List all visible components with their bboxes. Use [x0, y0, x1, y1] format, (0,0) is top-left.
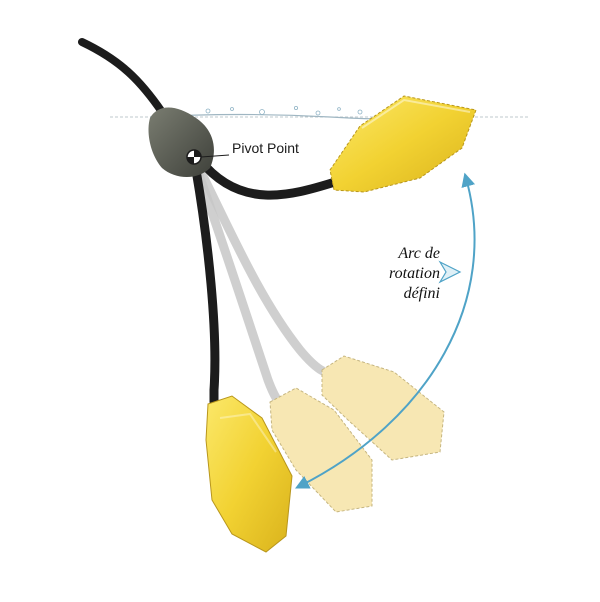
arc-label-line-3: défini	[403, 285, 440, 302]
hanging-float	[191, 165, 293, 553]
cable-weight	[148, 107, 214, 177]
arc-label-line-2: rotation	[389, 265, 440, 282]
pivot-leader-line	[200, 154, 230, 158]
main-cable	[78, 38, 166, 116]
pivot-point-label: Pivot Point	[232, 140, 299, 156]
rotation-arc-label: Arc de rotation défini	[360, 244, 440, 304]
pivot-marker-icon	[186, 149, 202, 165]
arc-label-line-1: Arc de	[398, 245, 440, 262]
double-arrow-arc-icon	[295, 172, 476, 489]
